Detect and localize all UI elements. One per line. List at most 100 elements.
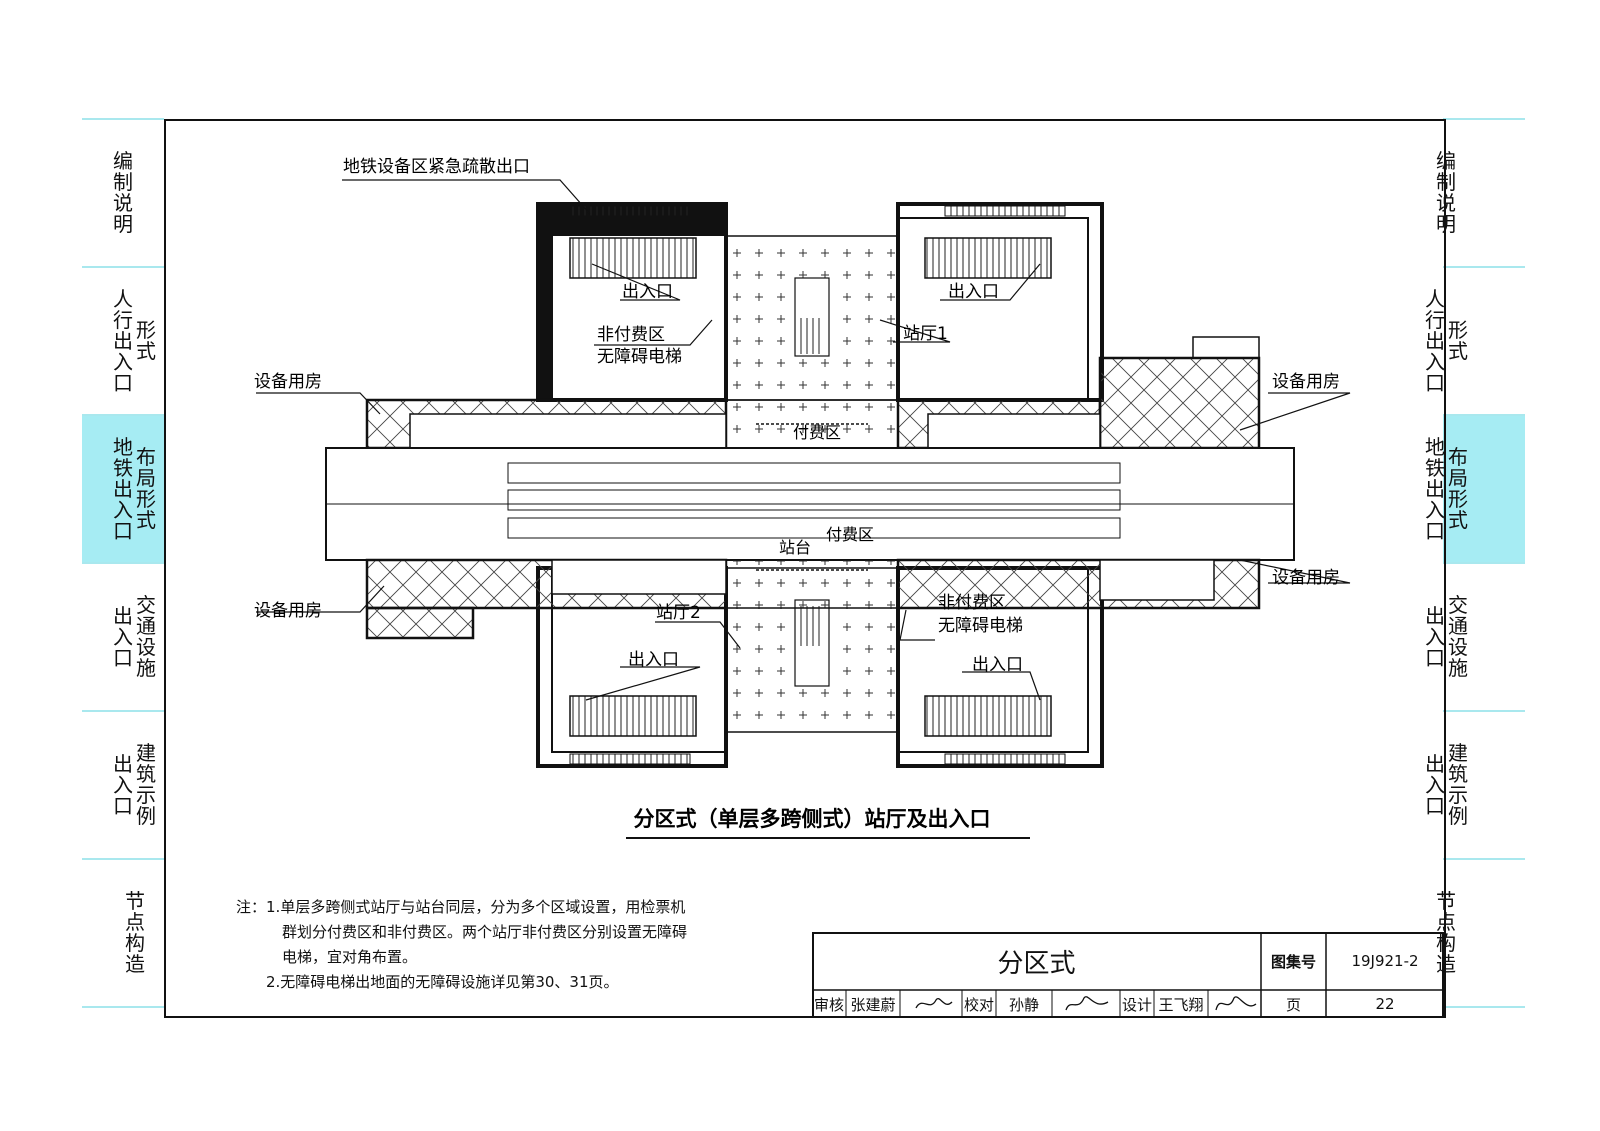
drawing-frame — [164, 119, 1446, 1018]
note-line: 群划分付费区和非付费区。两个站厅非付费区分别设置无障碍 — [282, 923, 688, 941]
tab-label: 交通设施 — [134, 564, 158, 710]
label-equipment-top-right: 设备用房 — [1272, 372, 1340, 392]
tab-char: 入 — [113, 349, 133, 374]
tab-char: 形 — [1448, 487, 1468, 511]
tab-label: 形式 — [134, 268, 158, 414]
tab-char: 明 — [113, 212, 133, 236]
tab-char: 例 — [136, 804, 156, 828]
tab-label: 交通设施 — [1446, 564, 1470, 710]
tab-char: 式 — [1448, 508, 1468, 532]
label-exit-top-right: 出入口 — [948, 282, 999, 302]
note-line: 1.单层多跨侧式站厅与站台同层，分为多个区域设置，用检票机 — [266, 898, 686, 916]
tab-char: 口 — [113, 645, 133, 670]
tab-label: 布局形式 — [134, 416, 158, 562]
tab-divider — [82, 1006, 164, 1008]
tab-char: 示 — [1448, 783, 1468, 807]
tab-char: 出 — [113, 328, 133, 353]
tab-intro[interactable]: 编制说明 — [82, 118, 164, 266]
tab-char: 出 — [1425, 751, 1445, 776]
label-exit-bottom-right: 出入口 — [972, 655, 1023, 675]
exit-block-top-right — [896, 202, 1104, 402]
note-line: 电梯，宜对角布置。 — [282, 948, 418, 966]
tab-label: 建筑示例 — [134, 712, 158, 858]
label-paid-area-top: 付费区 — [793, 423, 841, 442]
tab-char: 制 — [113, 170, 133, 194]
tab-node-details[interactable]: 节点构造 — [82, 858, 164, 1006]
tab-char: 入 — [1425, 349, 1445, 374]
label-elevator-bottom-right: 无障碍电梯 — [938, 616, 1023, 636]
label-hall-1: 站厅1 — [903, 324, 948, 344]
tab-char: 通 — [136, 614, 156, 638]
tab-char: 构 — [125, 931, 145, 955]
tab-char: 口 — [113, 518, 133, 543]
tab-label: 人行出入口 — [1423, 268, 1447, 414]
tab-char: 口 — [1425, 370, 1445, 395]
notes: 注：1.单层多跨侧式站厅与站台同层，分为多个区域设置，用检票机 群划分付费区和非… — [236, 895, 687, 995]
tab-char: 口 — [1425, 518, 1445, 543]
tab-building-examples[interactable]: 出入口 建筑示例 — [82, 710, 164, 858]
tab-char: 口 — [1425, 793, 1445, 818]
tab-char: 构 — [1436, 931, 1456, 955]
label-equipment-top-left: 设备用房 — [254, 372, 322, 392]
tab-char: 铁 — [113, 455, 133, 480]
tab-char: 编 — [1436, 149, 1456, 173]
tab-char: 行 — [113, 307, 133, 332]
tab-traffic-facilities[interactable]: 出入口 交通设施 — [1425, 562, 1525, 710]
tab-char: 说 — [1436, 191, 1456, 215]
tab-traffic-facilities[interactable]: 出入口 交通设施 — [82, 562, 164, 710]
tab-char: 人 — [113, 286, 133, 311]
tab-char: 筑 — [136, 762, 156, 786]
tab-char: 式 — [1448, 339, 1468, 363]
label-nonpaid-top-left: 非付费区 — [597, 325, 665, 345]
tab-char: 示 — [136, 783, 156, 807]
tab-char: 设 — [1448, 635, 1468, 659]
page-number: 22 — [1375, 995, 1395, 1013]
tab-char: 形 — [136, 487, 156, 511]
note-line: 2.无障碍电梯出地面的无障碍设施详见第30、31页。 — [266, 973, 619, 991]
atlas-label: 图集号 — [1270, 952, 1316, 971]
tab-metro-layout[interactable]: 地铁出入口 布局形式 — [1425, 414, 1525, 562]
tab-pedestrian-entrance[interactable]: 人行出入口 形式 — [82, 266, 164, 414]
tab-char: 入 — [113, 497, 133, 522]
tab-pedestrian-entrance[interactable]: 人行出入口 形式 — [1425, 266, 1525, 414]
signature-designer — [1215, 996, 1257, 1011]
tab-char: 口 — [113, 793, 133, 818]
tab-char: 施 — [1448, 656, 1468, 680]
label-exit-top-left: 出入口 — [622, 282, 673, 302]
tab-node-details[interactable]: 节点构造 — [1436, 858, 1525, 1006]
tab-char: 地 — [113, 434, 133, 459]
tab-label: 出入口 — [111, 564, 135, 710]
tab-intro[interactable]: 编制说明 — [1436, 118, 1525, 266]
tab-char: 说 — [113, 191, 133, 215]
sheet-title: 分区式 — [997, 948, 1076, 979]
tab-char: 出 — [1425, 476, 1445, 501]
track-zone — [325, 447, 1295, 561]
tab-char: 局 — [136, 466, 156, 490]
tab-char: 地 — [1425, 434, 1445, 459]
tab-char: 形 — [136, 318, 156, 342]
label-elevator-top-left: 无障碍电梯 — [597, 347, 682, 367]
tab-building-examples[interactable]: 出入口 建筑示例 — [1425, 710, 1525, 858]
equipment-strip-bottom — [365, 558, 1261, 640]
tab-char: 行 — [1425, 307, 1445, 332]
tab-char: 出 — [1425, 603, 1445, 628]
page-label: 页 — [1285, 995, 1301, 1014]
tab-char: 入 — [1425, 772, 1445, 797]
label-nonpaid-bottom-right: 非付费区 — [938, 593, 1006, 613]
tab-label: 地铁出入口 — [111, 416, 135, 562]
label-exit-bottom-left: 出入口 — [628, 650, 679, 670]
tab-char: 设 — [136, 635, 156, 659]
title-block: 分区式 图集号 19J921-2 审核 张建蔚 校对 孙静 设计 王飞翔 页 2… — [812, 932, 1444, 1018]
label-equipment-bottom-right: 设备用房 — [1272, 568, 1340, 588]
tab-char: 点 — [1436, 910, 1456, 934]
tab-char: 布 — [136, 445, 156, 469]
tab-char: 入 — [1425, 624, 1445, 649]
tab-char: 式 — [136, 508, 156, 532]
tab-label: 形式 — [1446, 268, 1470, 414]
tab-char: 口 — [113, 370, 133, 395]
concourse-hall-1 — [725, 235, 899, 401]
tab-metro-layout[interactable]: 地铁出入口 布局形式 — [82, 414, 164, 562]
tab-char: 制 — [1436, 170, 1456, 194]
tab-label: 节点构造 — [123, 860, 147, 1006]
